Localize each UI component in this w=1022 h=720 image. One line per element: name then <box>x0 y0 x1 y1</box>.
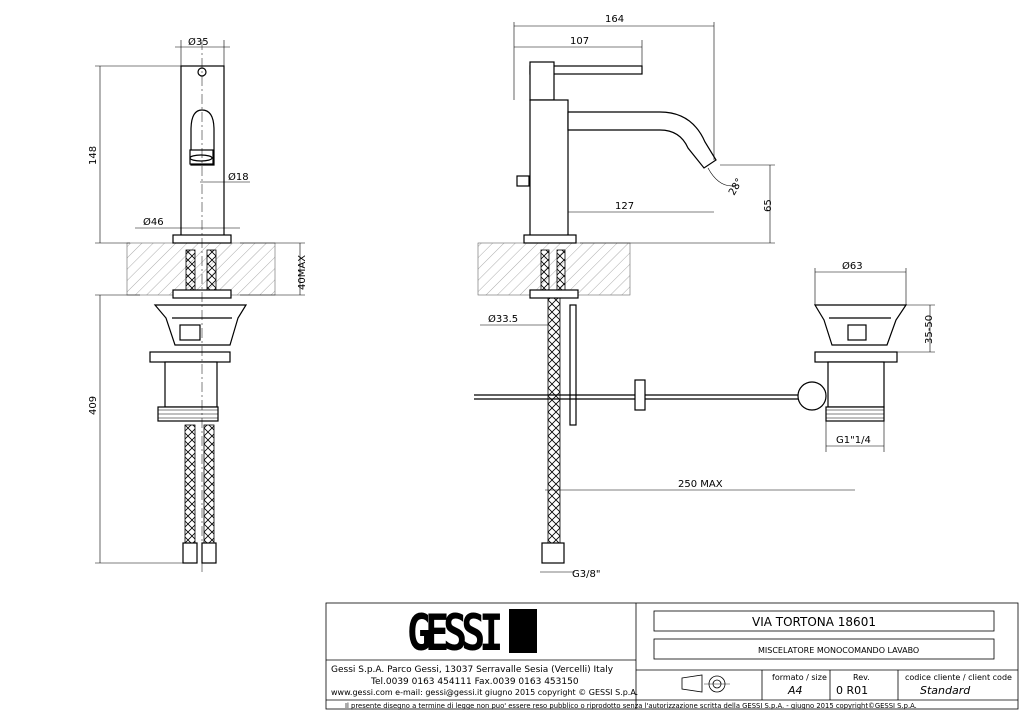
code-value: Standard <box>920 684 971 697</box>
dim-w164: 164 <box>605 14 624 25</box>
dim-h148: 148 <box>88 146 99 165</box>
dim-d18: Ø18 <box>228 171 249 183</box>
front-dimension-lines <box>95 40 305 564</box>
format-value: A4 <box>787 684 803 697</box>
side-countertop <box>477 242 631 296</box>
waste-dimension-lines <box>814 268 935 452</box>
footer-notice: Il presente disegno a termine di legge n… <box>345 702 917 710</box>
code-label: codice cliente / client code <box>905 673 1012 682</box>
projection-symbol <box>681 674 730 693</box>
rev-label: Rev. <box>853 673 870 682</box>
product-description: MISCELATORE MONOCOMANDO LAVABO <box>758 646 919 655</box>
company-web: www.gessi.com e-mail: gessi@gessi.it giu… <box>331 688 638 697</box>
rev-value: 0 R01 <box>836 684 868 697</box>
side-faucet-body <box>529 99 569 239</box>
dim-g3-8: G3/8" <box>572 569 600 580</box>
format-label: formato / size <box>772 673 827 682</box>
waste-rod-connection <box>797 381 827 411</box>
side-dimension-lines <box>480 22 855 573</box>
dim-angle28: 28° <box>727 177 745 198</box>
dim-w127: 127 <box>615 201 634 212</box>
product-title: VIA TORTONA 18601 <box>752 615 876 629</box>
front-view <box>126 40 276 575</box>
title-block <box>325 602 1019 710</box>
dim-d63: Ø63 <box>842 260 863 272</box>
waste-detail <box>797 304 908 422</box>
front-waste-ring <box>149 351 231 363</box>
waste-ring <box>814 351 898 363</box>
dim-g1-14: G1"1/4 <box>836 435 871 446</box>
side-view <box>474 61 808 564</box>
dim-d35: Ø35 <box>188 36 209 48</box>
dim-h409: 409 <box>88 396 99 415</box>
front-countertop <box>126 242 276 296</box>
side-spout <box>567 111 717 169</box>
gessi-logo: GESSI <box>407 604 537 663</box>
dim-d33-5: Ø33.5 <box>488 313 518 325</box>
dim-w107: 107 <box>570 36 589 47</box>
dim-35-50: 35-50 <box>924 315 935 344</box>
dim-250max: 250 MAX <box>678 479 723 490</box>
dim-40max: 40MAX <box>297 255 308 290</box>
dim-h65: 65 <box>763 199 774 212</box>
dim-d46: Ø46 <box>143 216 164 228</box>
svg-text:GESSI: GESSI <box>407 604 501 663</box>
company-phone: Tel.0039 0163 454111 Fax.0039 0163 45315… <box>370 677 579 687</box>
company-address: Gessi S.p.A. Parco Gessi, 13037 Serraval… <box>331 665 614 675</box>
